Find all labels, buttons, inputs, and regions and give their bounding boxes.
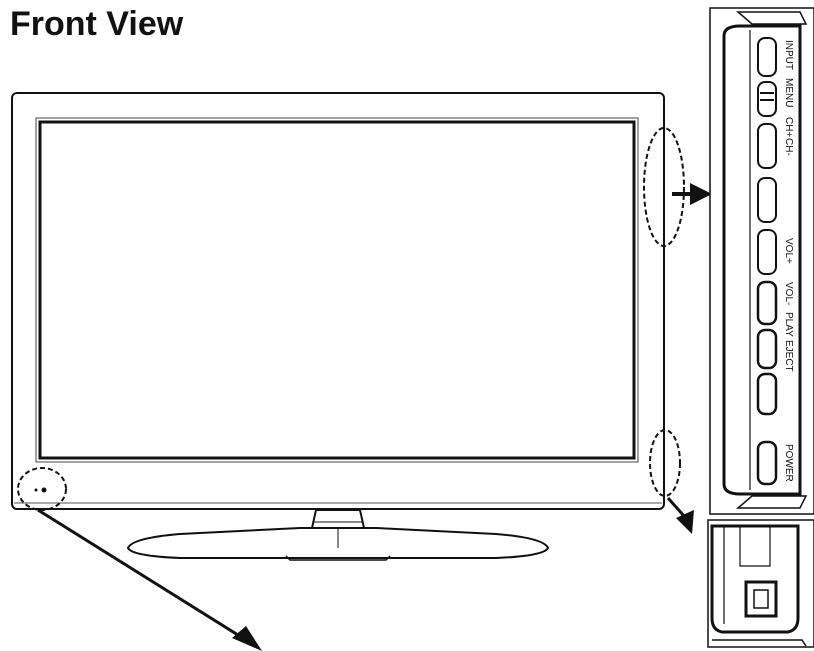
side-port-detail [707,519,814,648]
label-ch-plus: CH+ [783,117,794,137]
tv-bezel-inner-edge [35,117,639,463]
port-detail-base [712,639,807,647]
power-led-icon [34,488,38,492]
callout-ellipse-side-buttons [643,127,685,247]
tv-set [11,92,665,561]
stand-neck [310,509,366,529]
label-vol-minus: VOL- [783,282,794,305]
side-button-panel: INPUT MENU CH+ CH- VOL+ VOL- PLAY EJECT … [709,7,814,515]
ir-sensor-icon [41,487,47,493]
tv-screen [38,120,636,460]
callout-ellipse-side-port [649,429,681,497]
arrow-to-ir-sensor-detail [37,508,247,642]
play-button[interactable] [756,328,778,370]
page-title: Front View [10,5,184,43]
input-button[interactable] [757,37,777,77]
side-panel-top-cap [735,11,808,25]
eject-button[interactable] [756,372,778,416]
side-panel-bottom-cap [735,495,808,509]
port-detail-top [739,526,771,567]
label-input: INPUT [783,40,794,70]
arrow-to-ir-sensor-detail-head [232,626,262,651]
label-vol-plus: VOL+ [783,238,794,264]
arrow-to-port-detail [666,497,686,517]
label-play: PLAY [783,312,794,337]
arrow-to-side-panel-head [690,183,712,205]
label-eject: EJECT [783,340,794,372]
label-power: POWER [783,444,794,482]
vol-up-button[interactable] [757,229,777,275]
stand-base-front [285,555,391,561]
label-menu: MENU [783,78,794,107]
power-button[interactable] [756,440,778,486]
ch-down-button[interactable] [757,177,777,223]
callout-ellipse-ir-sensor [17,467,67,511]
tv-stand [126,509,550,561]
ch-up-button[interactable] [757,123,777,169]
vol-down-button[interactable] [756,280,778,326]
arrow-to-port-detail-head [676,510,694,534]
callouts [17,127,712,651]
card-slot-inner [753,589,769,609]
label-ch-minus: CH- [783,138,794,156]
